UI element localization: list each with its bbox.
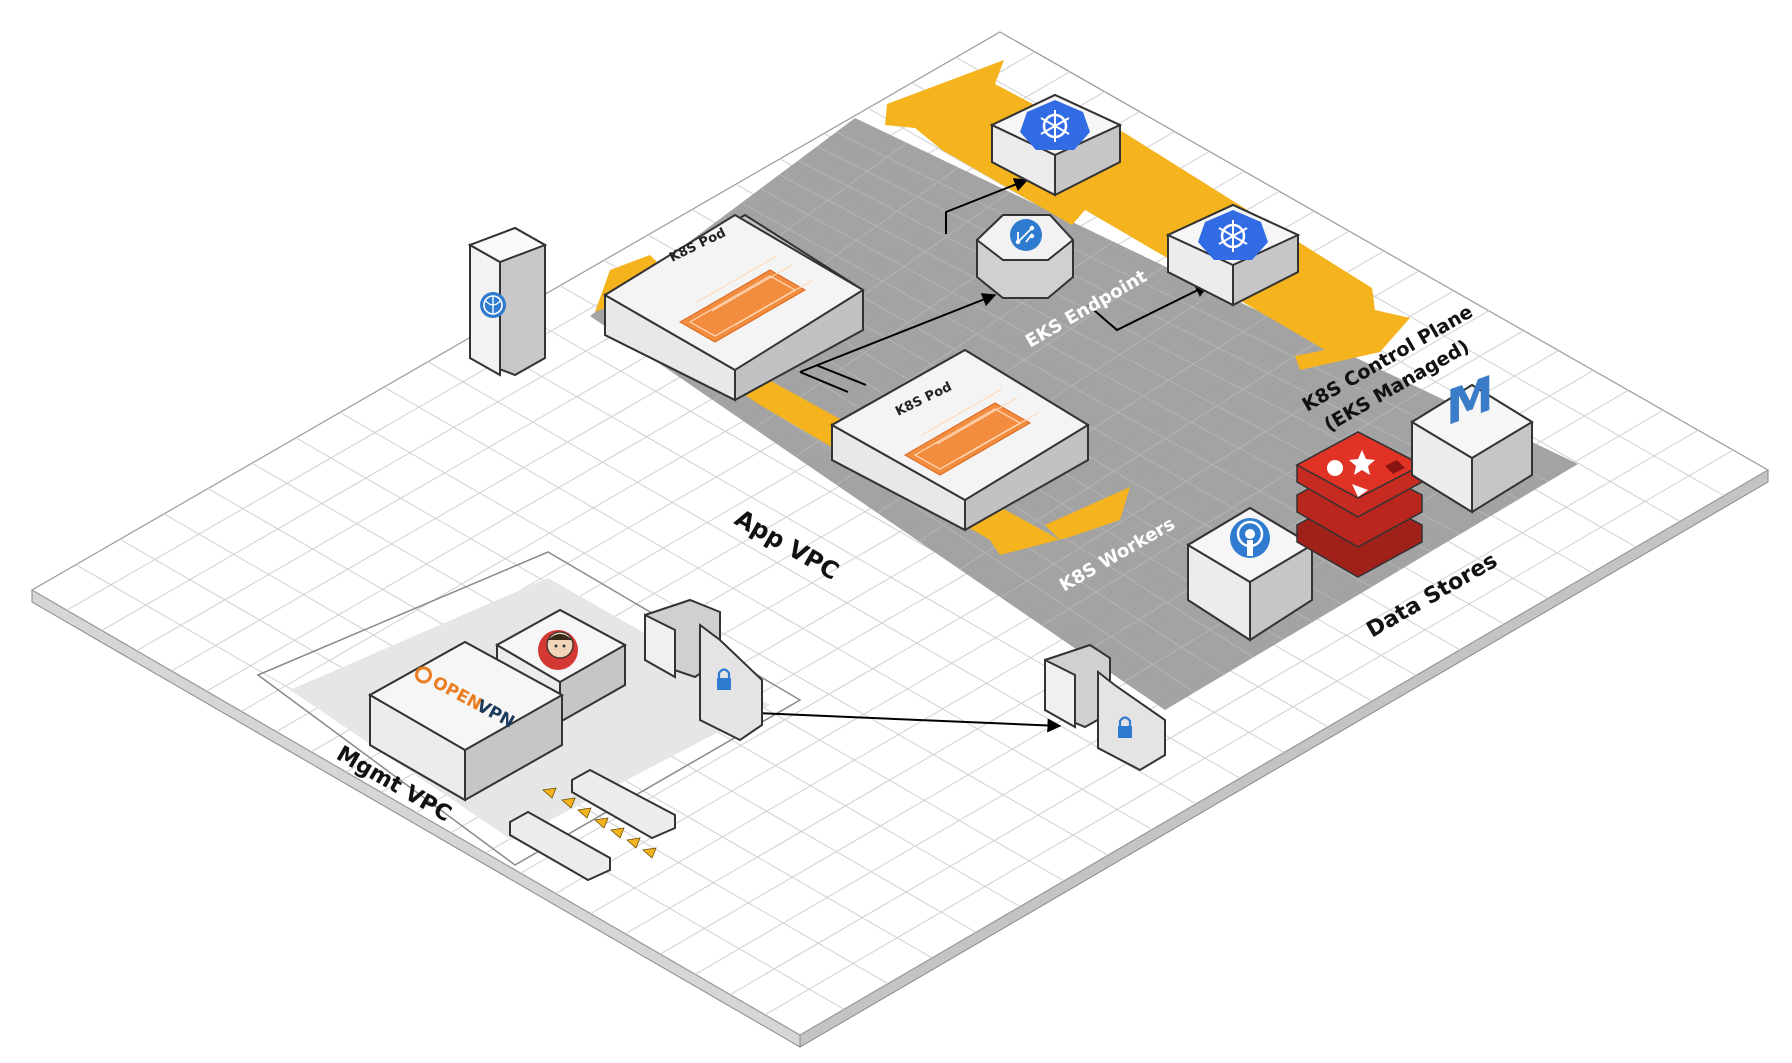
- mgmt-vpc-outline: [256, 551, 802, 866]
- grid-line: [339, 412, 1109, 856]
- server-rack-icon: [903, 388, 1039, 476]
- redis-icon: [1327, 450, 1405, 497]
- k8s-master-2: [1165, 203, 1301, 307]
- endpoint-to-master2-arrow: [1087, 284, 1210, 332]
- grid-line: [764, 449, 1734, 1016]
- load-balancer-icon: [1010, 219, 1042, 251]
- eks-endpoint-load-balancer: [975, 214, 1075, 299]
- kubernetes-wheel-icon: [1198, 210, 1268, 260]
- mgmt-vpn-gateway: [644, 598, 763, 742]
- pod-link-line: [799, 364, 867, 393]
- internet-gateway: [467, 226, 548, 377]
- lock-icon: [1118, 716, 1132, 738]
- mgmt-devices: [509, 768, 676, 882]
- pod-to-endpoint-arrow: [799, 293, 997, 373]
- grid-line: [1000, 364, 1372, 598]
- server-rack-icon: [678, 255, 814, 343]
- elasticsearch-icon: [1230, 518, 1270, 558]
- lock-icon: [717, 668, 731, 690]
- redis-store: [1295, 431, 1424, 578]
- vpn-peering-arrow: [754, 712, 1062, 733]
- k8s-pod-1: K8S Pod: [603, 213, 865, 402]
- grid-line: [729, 429, 1699, 995]
- k8s-master-1: [989, 93, 1123, 197]
- k8s-pod-2: K8S Pod: [829, 348, 1090, 532]
- grid-line: [427, 361, 1197, 805]
- openvpn-server: OPEN VPN: [367, 640, 565, 802]
- ingress-chevrons: [542, 787, 657, 859]
- elasticsearch-store: [1186, 506, 1314, 642]
- memcached-store: M: [1410, 364, 1534, 514]
- endpoint-to-master1-arrow: [945, 178, 1029, 234]
- connections: [754, 178, 1210, 733]
- globe-icon: [480, 292, 506, 318]
- app-vpn-gateway: [1044, 643, 1166, 772]
- kubernetes-wheel-icon: [1020, 100, 1090, 150]
- jenkins-icon: [538, 630, 578, 670]
- grid-line: [1041, 389, 1424, 626]
- grid-line: [383, 386, 1153, 830]
